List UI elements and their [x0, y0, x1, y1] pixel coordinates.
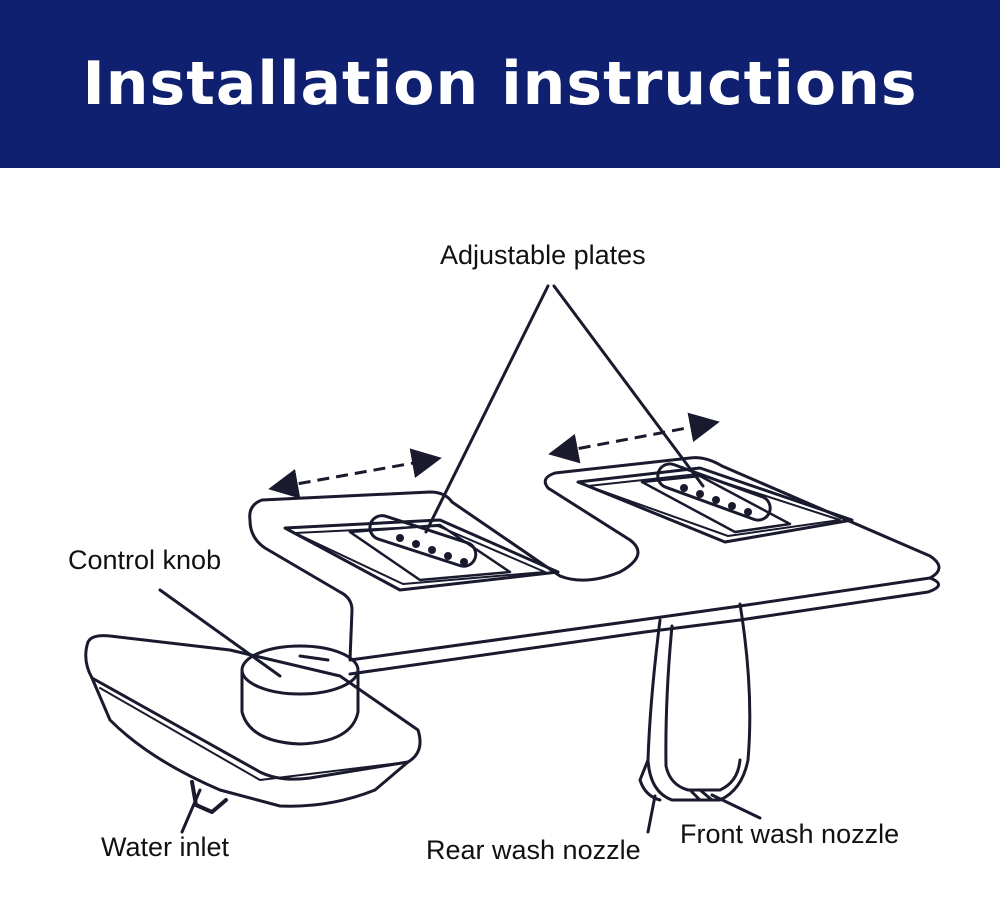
leader-front-nozzle — [710, 793, 762, 820]
label-water-inlet: Water inlet — [101, 832, 230, 862]
bidet-attachment-diagram — [84, 284, 941, 834]
leader-plates-left — [424, 284, 550, 534]
header-banner: Installation instructions — [0, 0, 1000, 168]
right-adjustable-plate — [576, 462, 854, 544]
label-control-knob: Control knob — [68, 545, 222, 575]
leader-water-inlet — [180, 788, 202, 834]
label-front-wash-nozzle: Front wash nozzle — [680, 819, 900, 849]
leader-control-knob — [158, 588, 282, 678]
water-inlet-fitting — [190, 780, 228, 814]
nozzle-housing — [638, 602, 752, 802]
left-plate-adjust-arrow — [268, 448, 442, 499]
control-knob — [240, 644, 360, 746]
left-adjustable-plate — [283, 514, 560, 592]
leader-plates-right — [552, 284, 705, 488]
page-title: Installation instructions — [82, 49, 918, 119]
label-rear-wash-nozzle: Rear wash nozzle — [426, 835, 641, 865]
leader-rear-nozzle — [646, 794, 657, 834]
right-plate-adjust-arrow — [548, 412, 720, 464]
label-adjustable-plates: Adjustable plates — [440, 240, 646, 270]
control-box — [84, 634, 422, 808]
